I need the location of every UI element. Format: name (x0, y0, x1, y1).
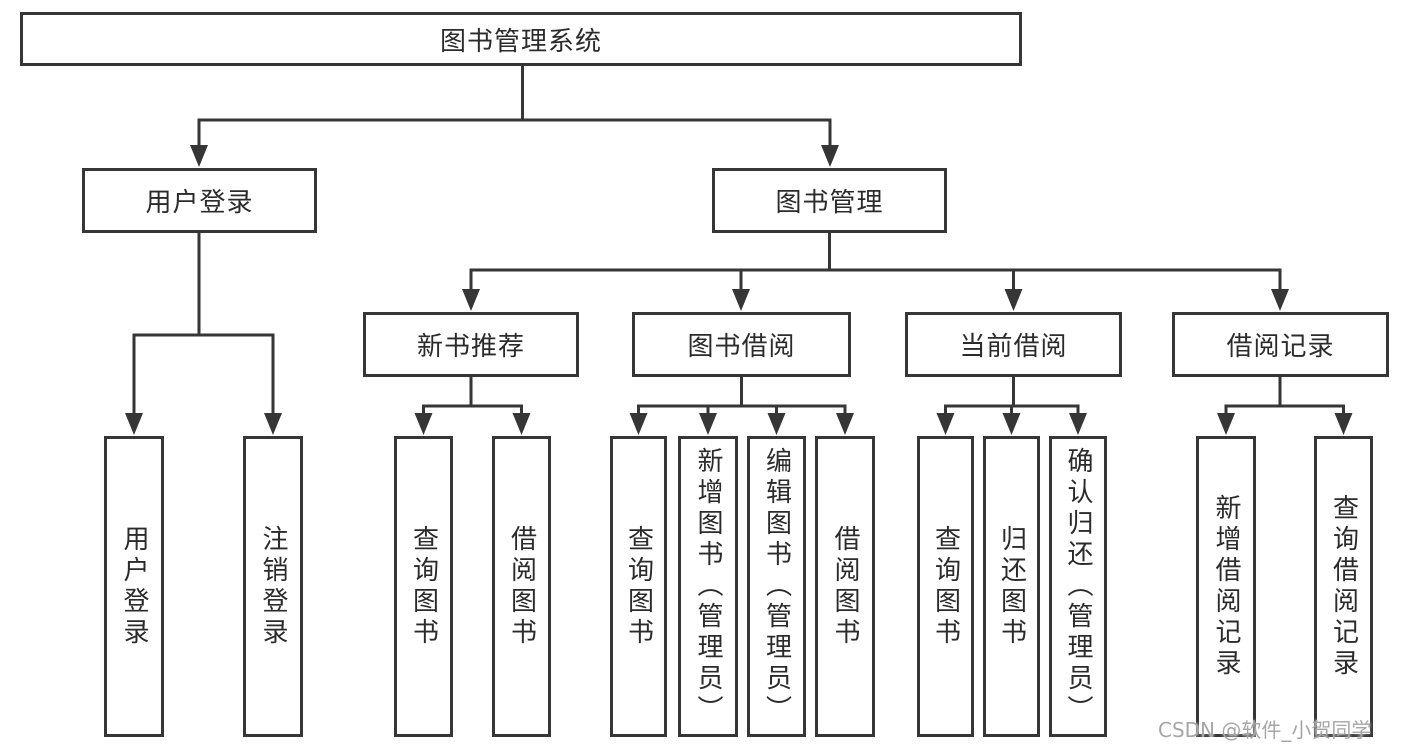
node-root-label: 图书管理系统 (439, 26, 602, 57)
arrowhead (264, 413, 282, 435)
connector-new-book-recommendation (414, 377, 531, 435)
arrowhead (732, 289, 750, 311)
watermark: CSDN @软件_小贺同学 (1158, 718, 1372, 742)
arrowhead (1334, 413, 1353, 435)
leaf-confirm-return-admin-label: 确认归还（管理员） (1063, 447, 1093, 726)
connector-current-borrowing (936, 377, 1087, 435)
leaf-query-books-recommend: 查询图书 (394, 436, 453, 737)
arrowhead (936, 413, 955, 435)
node-borrowing-records: 借阅记录 (1172, 312, 1389, 377)
node-book-management-label: 图书管理 (775, 188, 884, 218)
arrowhead (767, 413, 786, 435)
leaf-query-books-recommend-label: 查询图书 (408, 524, 439, 649)
node-book-borrowing: 图书借阅 (632, 312, 851, 377)
leaf-borrow-books-recommend: 借阅图书 (492, 436, 551, 737)
node-user-login: 用户登录 (82, 168, 317, 233)
arrowhead (125, 413, 143, 435)
arrowhead (1217, 413, 1235, 435)
connector-root (190, 66, 839, 167)
leaf-add-book-admin: 新增图书（管理员） (678, 436, 738, 737)
arrowhead (1004, 289, 1023, 311)
node-new-book-recommendation-label: 新书推荐 (416, 332, 525, 362)
leaf-query-books-current: 查询图书 (917, 436, 974, 737)
leaf-borrow-books-borrowing-label: 借阅图书 (830, 524, 860, 649)
leaf-add-borrow-record: 新增借阅记录 (1196, 436, 1256, 737)
node-borrowing-records-label: 借阅记录 (1226, 332, 1335, 362)
arrowhead (1002, 413, 1021, 435)
arrowhead (629, 413, 648, 435)
connector-book-borrowing (629, 377, 854, 435)
leaf-add-borrow-record-label: 新增借阅记录 (1211, 493, 1241, 680)
connector-user-login (125, 233, 282, 435)
node-book-borrowing-label: 图书借阅 (687, 332, 796, 362)
node-current-borrowing-label: 当前借阅 (959, 332, 1068, 362)
leaf-return-book-label: 归还图书 (996, 524, 1027, 649)
leaf-borrow-books-recommend-label: 借阅图书 (506, 524, 537, 649)
arrowhead (699, 413, 717, 435)
arrowhead (821, 145, 839, 167)
leaf-user-login: 用户登录 (104, 436, 164, 737)
node-current-borrowing: 当前借阅 (905, 312, 1122, 377)
arrowhead (462, 289, 480, 311)
leaf-borrow-books-borrowing: 借阅图书 (815, 436, 875, 737)
arrowhead (512, 413, 531, 435)
leaf-return-book: 归还图书 (983, 436, 1040, 737)
connector-borrowing-records (1217, 377, 1353, 435)
leaf-edit-book-admin-label: 编辑图书（管理员） (761, 447, 792, 726)
leaf-edit-book-admin: 编辑图书（管理员） (747, 436, 806, 737)
node-book-management: 图书管理 (712, 168, 947, 233)
connector-book-management (462, 233, 1289, 311)
node-root: 图书管理系统 (20, 12, 1022, 66)
leaf-query-borrow-record-label: 查询借阅记录 (1328, 493, 1359, 680)
leaf-query-books-borrowing-label: 查询图书 (623, 524, 654, 649)
leaf-query-books-current-label: 查询图书 (930, 524, 961, 649)
leaf-logout-label: 注销登录 (258, 524, 288, 649)
node-new-book-recommendation: 新书推荐 (363, 312, 579, 377)
arrowhead (414, 413, 433, 435)
leaf-user-login-label: 用户登录 (119, 524, 149, 649)
leaf-query-books-borrowing: 查询图书 (610, 436, 667, 737)
leaf-logout: 注销登录 (243, 436, 303, 737)
node-user-login-label: 用户登录 (145, 188, 254, 218)
arrowhead (836, 413, 854, 435)
arrowhead (1069, 413, 1087, 435)
arrowhead (190, 145, 208, 167)
leaf-confirm-return-admin: 确认归还（管理员） (1049, 436, 1107, 737)
arrowhead (1271, 289, 1289, 311)
leaf-query-borrow-record: 查询借阅记录 (1314, 436, 1373, 737)
leaf-add-book-admin-label: 新增图书（管理员） (693, 447, 723, 726)
